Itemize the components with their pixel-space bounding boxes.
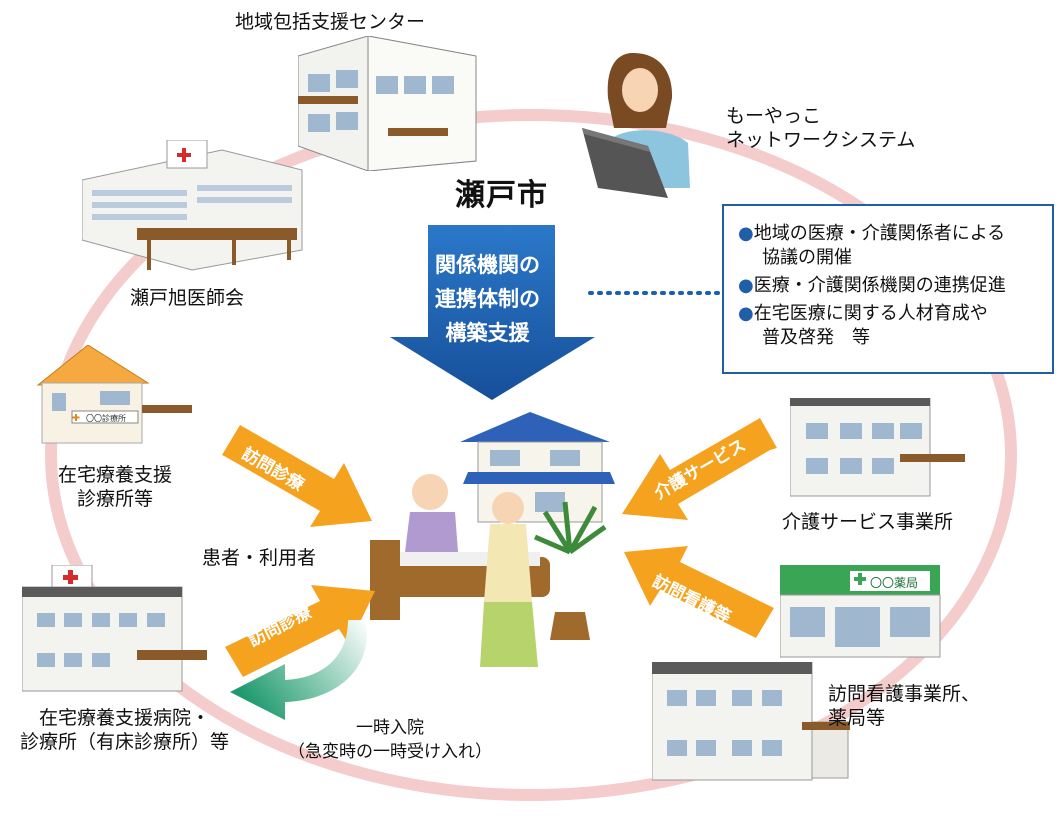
info-box: ●地域の医療・介護関係者による 協議の開催 ●医療・介護関係機関の連携促進 ●在… — [722, 204, 1054, 374]
care-service-label: 介護サービス事業所 — [782, 511, 954, 533]
patient-home-illustration — [370, 412, 615, 667]
community-center-label: 地域包括支援センター — [235, 11, 426, 33]
home-care-hospital-label: 在宅療養支援病院・ 診療所（有床診療所）等 — [20, 707, 230, 753]
pharmacy-sign: 〇〇薬局 — [870, 576, 918, 590]
medical-association-building — [82, 140, 303, 271]
pharmacy-building: 〇〇薬局 — [780, 565, 941, 658]
city-name: 瀬戸市 — [455, 178, 548, 213]
temporary-admission-label: 一時入院 （急変時の一時受け入れ） — [288, 718, 492, 762]
info-item-1: ●地域の医療・介護関係者による 協議の開催 — [738, 223, 1006, 268]
dotted-connector — [588, 291, 724, 295]
home-visit-arrow-1 — [222, 425, 372, 527]
visiting-nurse-building — [652, 662, 850, 781]
network-system-label: もーやっこ ネットワークシステム — [726, 105, 916, 151]
clinic-sign: 〇〇診療所 — [86, 413, 126, 423]
temporary-admission-arrow — [230, 620, 367, 720]
visiting-nurse-label: 訪問看護事業所、 薬局等 — [828, 683, 981, 729]
care-service-arrow — [622, 418, 777, 520]
visiting-nurse-arrow — [624, 546, 774, 638]
home-care-hospital-building — [22, 565, 207, 692]
operator-person-icon — [582, 53, 690, 198]
support-arrow-text: 関係機関の 連携体制の 構築支援 — [435, 253, 540, 345]
home-care-clinic-label: 在宅療養支援 診療所等 — [58, 464, 173, 510]
patient-label: 患者・利用者 — [202, 547, 317, 569]
home-visit-arrow-2 — [225, 585, 375, 677]
medical-association-label: 瀬戸旭医師会 — [130, 287, 245, 309]
care-service-building — [790, 398, 965, 497]
info-item-3: ●在宅医療に関する人材育成や 普及啓発 等 — [738, 303, 988, 348]
support-arrow — [390, 225, 595, 400]
info-item-2: ●医療・介護関係機関の連携促進 — [738, 275, 1006, 296]
community-center-building — [298, 36, 477, 171]
clinic-building: 〇〇診療所 — [36, 345, 192, 444]
